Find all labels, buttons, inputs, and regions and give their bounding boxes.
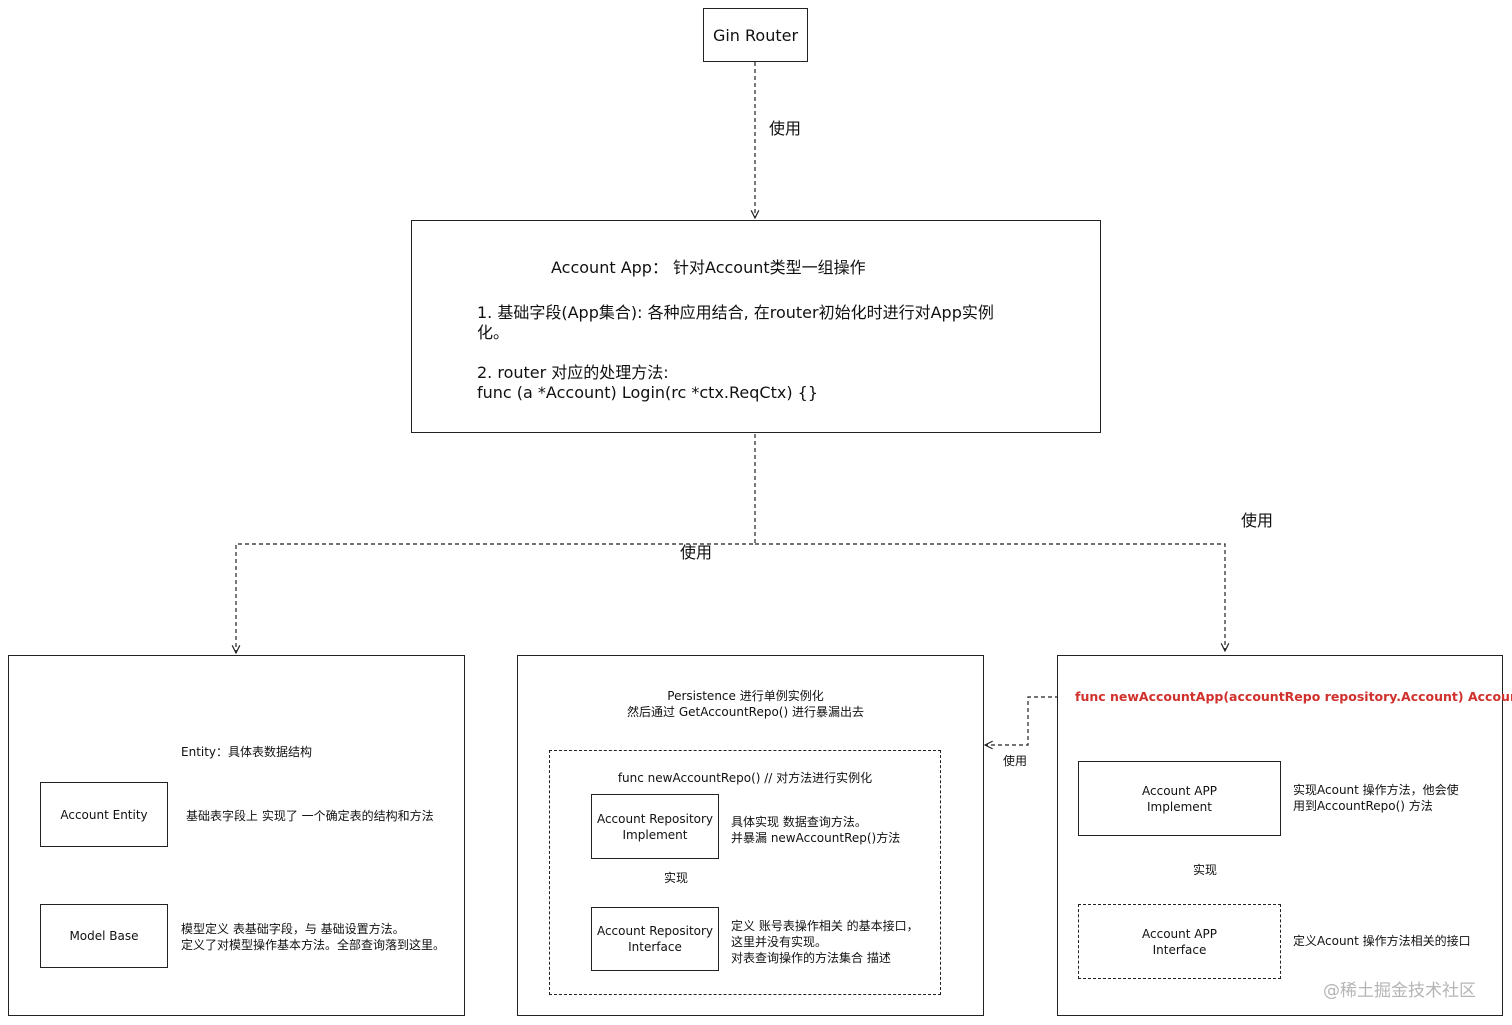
account-entity-node: Account Entity bbox=[40, 782, 168, 847]
edge-app-panel-to-persistence bbox=[985, 696, 1073, 745]
persistence-panel-title: Persistence 进行单例实例化 然后通过 GetAccountRepo(… bbox=[627, 689, 864, 719]
entity-panel-title: Entity：具体表数据结构 bbox=[181, 745, 313, 759]
edge-label-persistence-use: 使用 bbox=[1003, 754, 1028, 768]
gin-router-label: Gin Router bbox=[712, 25, 799, 45]
app-func-signature: func newAccountApp(accountRepo repositor… bbox=[1075, 689, 1512, 704]
repo-impl-node: Account Repository Implement bbox=[591, 794, 719, 859]
repo-iface-desc: 定义 账号表操作相关 的基本接口， 这里并没有实现。 对表查询操作的方法集合 描… bbox=[731, 919, 919, 965]
app-implements-label: 实现 bbox=[1193, 863, 1218, 877]
edge-app-to-app-panel bbox=[755, 543, 1225, 651]
model-base-node: Model Base bbox=[40, 904, 168, 968]
app-impl-desc: 实现Acount 操作方法，他会使 用到AccountRepo() 方法 bbox=[1293, 783, 1459, 813]
app-impl-node: Account APP Implement bbox=[1078, 761, 1281, 836]
account-app-node: Account App： 针对Account类型一组操作 1. 基础字段(App… bbox=[411, 220, 1101, 433]
repo-implements-label: 实现 bbox=[664, 871, 689, 885]
watermark: @稀土掘金技术社区 bbox=[1323, 981, 1476, 1001]
edge-label-left-use: 使用 bbox=[680, 543, 713, 562]
edge-label-right-use: 使用 bbox=[1241, 511, 1274, 530]
persistence-func-label: func newAccountRepo() // 对方法进行实例化 bbox=[617, 771, 873, 785]
account-app-title: Account App： 针对Account类型一组操作 bbox=[551, 258, 866, 277]
gin-router-node: Gin Router bbox=[703, 8, 808, 62]
account-app-point-1: 1. 基础字段(App集合): 各种应用结合, 在router初始化时进行对Ap… bbox=[477, 303, 994, 342]
app-iface-node: Account APP Interface bbox=[1078, 904, 1281, 979]
repo-impl-desc: 具体实现 数据查询方法。 并暴漏 newAccountRep()方法 bbox=[731, 815, 901, 845]
app-iface-desc: 定义Acount 操作方法相关的接口 bbox=[1293, 934, 1471, 948]
model-base-desc: 模型定义 表基础字段，与 基础设置方法。 定义了对模型操作基本方法。全部查询落到… bbox=[181, 922, 446, 952]
repo-iface-node: Account Repository Interface bbox=[591, 907, 719, 971]
edge-app-to-entity bbox=[236, 434, 756, 653]
account-app-point-2: 2. router 对应的处理方法: func (a *Account) Log… bbox=[477, 363, 818, 402]
account-entity-desc: 基础表字段上 实现了 一个确定表的结构和方法 bbox=[186, 809, 434, 823]
edge-label-router-use: 使用 bbox=[769, 119, 802, 138]
